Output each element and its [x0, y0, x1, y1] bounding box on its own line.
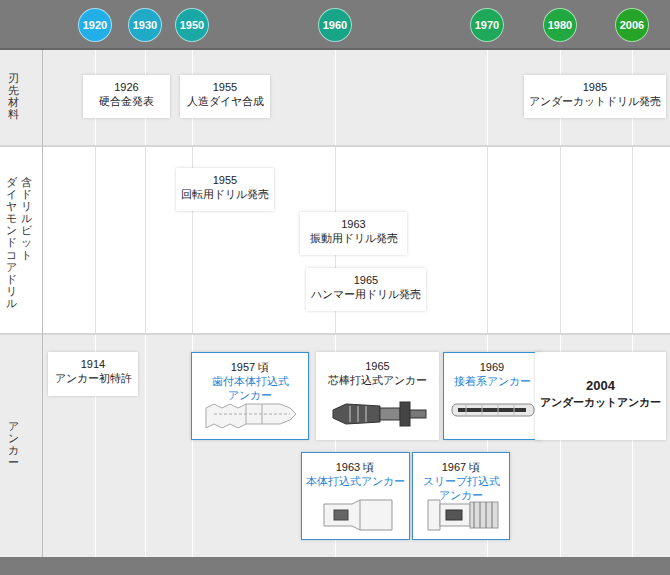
- row-label: アンカー: [8, 420, 19, 468]
- year-text: 1965: [319, 359, 436, 373]
- year-text: 1970: [475, 18, 499, 32]
- event-text: スリーブ打込式 アンカー: [419, 474, 503, 502]
- event-box: 1926硬合金発表: [83, 75, 170, 118]
- year-text: 1963: [303, 217, 404, 231]
- year-circle: 1950: [175, 8, 209, 42]
- year-text: 1985: [527, 80, 663, 94]
- event-box: 1963振動用ドリル発売: [300, 212, 407, 255]
- event-box: 1955回転用ドリル発売: [176, 168, 274, 211]
- event-box: 1969接着系アンカー: [443, 352, 541, 440]
- year-text: 1920: [83, 18, 107, 32]
- event-box: 1914アンカー初特許: [48, 352, 138, 396]
- year-text: 1980: [548, 18, 572, 32]
- year-text: 1950: [180, 18, 204, 32]
- event-text: 歯付本体打込式 アンカー: [208, 374, 292, 402]
- year-circle: 1920: [78, 8, 112, 42]
- row-label: 含ドリルビット: [21, 176, 32, 261]
- year-text: 1914: [51, 357, 135, 371]
- event-box: 1955人造ダイヤ合成: [180, 75, 270, 118]
- year-circle: 1970: [470, 8, 504, 42]
- year-text: 1967 頃: [416, 460, 506, 474]
- year-circle: 2006: [615, 8, 649, 42]
- event-box: 1957 頃歯付本体打込式 アンカー: [191, 352, 309, 440]
- year-circle: 1930: [128, 8, 162, 42]
- event-text: 接着系アンカー: [447, 374, 537, 388]
- event-box: 1965ハンマー用ドリル発売: [306, 268, 426, 311]
- year-text: 1955: [183, 80, 267, 94]
- year-text: 1955: [179, 173, 271, 187]
- year-text: 2006: [620, 18, 644, 32]
- row-label: 刃先材料: [8, 72, 19, 120]
- event-text: アンダーカットアンカー: [538, 394, 663, 410]
- event-text: 振動用ドリル発売: [303, 231, 404, 245]
- event-box: 1965芯棒打込式アンカー: [316, 352, 439, 440]
- event-text: 芯棒打込式アンカー: [319, 373, 436, 387]
- year-text: 1926: [86, 80, 167, 94]
- event-text: 回転用ドリル発売: [179, 187, 271, 201]
- year-circle: 1980: [543, 8, 577, 42]
- event-text: ハンマー用ドリル発売: [309, 287, 423, 301]
- year-text: 1960: [323, 18, 347, 32]
- event-box: 1967 頃スリーブ打込式 アンカー: [412, 452, 510, 540]
- year-text: 2004: [538, 378, 663, 394]
- year-text: 1957 頃: [195, 360, 305, 374]
- year-text: 1965: [309, 273, 423, 287]
- year-text: 1930: [133, 18, 157, 32]
- event-text: 本体打込式アンカー: [305, 474, 406, 488]
- event-text: 人造ダイヤ合成: [183, 94, 267, 108]
- event-text: アンカー初特許: [51, 371, 135, 385]
- year-text: 1969: [447, 360, 537, 374]
- event-box: 2004アンダーカットアンカー: [535, 352, 666, 440]
- year-text: 1963 頃: [305, 460, 406, 474]
- event-box: 1985アンダーカットドリル発売: [524, 75, 666, 118]
- event-text: アンダーカットドリル発売: [527, 94, 663, 108]
- row-label: ダイヤモンドコアドリル: [6, 176, 17, 309]
- event-text: 硬合金発表: [86, 94, 167, 108]
- event-box: 1963 頃本体打込式アンカー: [301, 452, 410, 540]
- year-circle: 1960: [318, 8, 352, 42]
